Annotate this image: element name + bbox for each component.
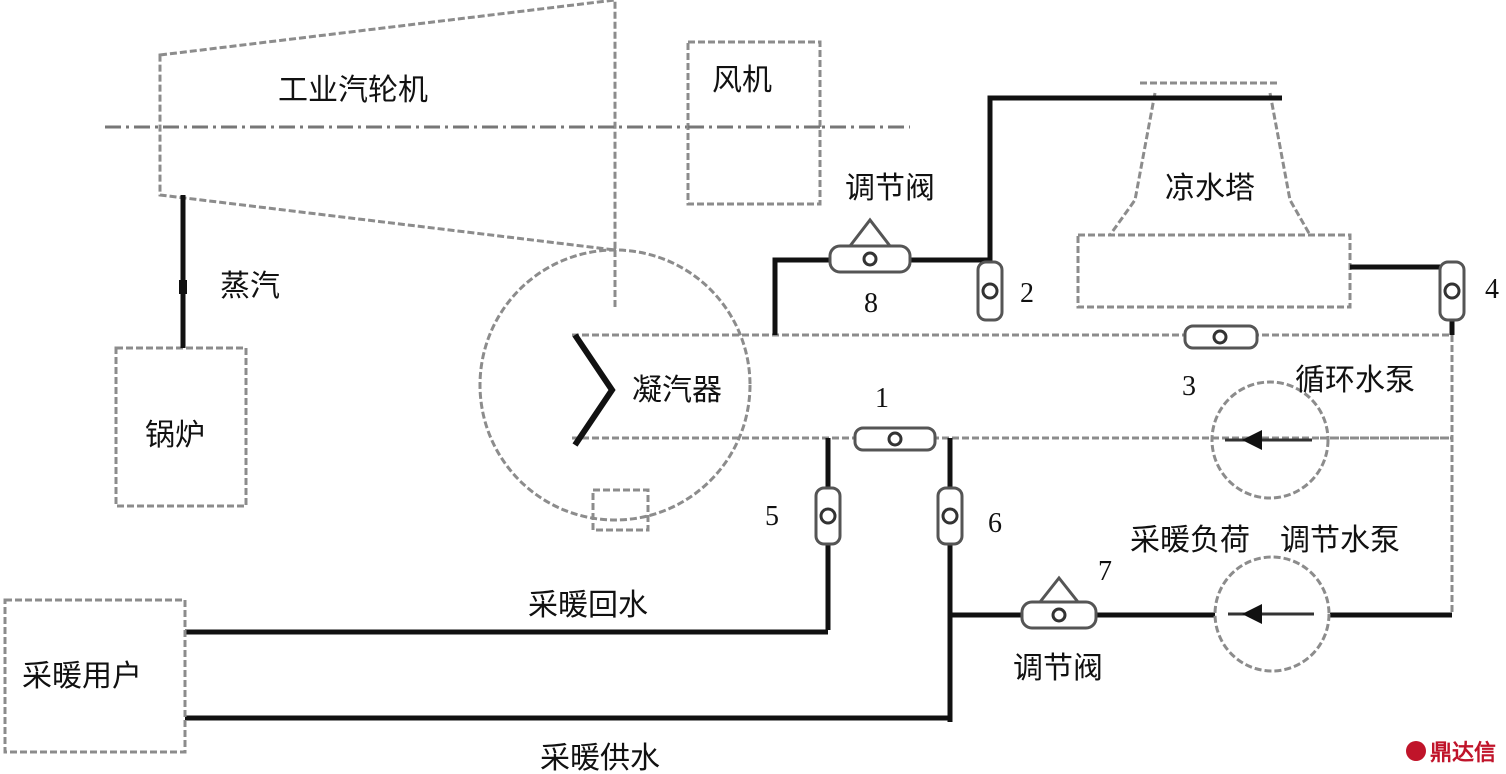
valve-6-symbol [941, 507, 959, 525]
label-steam: 蒸汽 [220, 269, 280, 304]
label-turbine: 工业汽轮机 [278, 73, 428, 108]
label-heating-supply: 采暖供水 [540, 741, 660, 774]
number-1: 1 [875, 383, 889, 414]
number-8: 8 [864, 288, 878, 319]
label-cooling-tower: 凉水塔 [1165, 171, 1255, 206]
number-7: 7 [1098, 556, 1112, 587]
pipe-tower-supply [987, 95, 1282, 305]
condenser-chevron [572, 333, 616, 447]
circulating-pump [1210, 380, 1330, 500]
control-valve-bottom [1020, 575, 1098, 630]
valve-1-symbol [887, 431, 903, 447]
watermark-logo: 鼎达信 [1406, 740, 1496, 766]
label-condenser: 凝汽器 [632, 373, 722, 408]
label-heating-return: 采暖回水 [528, 588, 648, 623]
condenser-hotwell [591, 488, 650, 532]
valve-4-symbol [1443, 282, 1461, 300]
fan-box [686, 40, 822, 206]
label-valve-top: 调节阀 [845, 171, 935, 206]
cooling-tower-shell [1108, 92, 1157, 236]
valve-3-symbol [1212, 329, 1228, 345]
valve-2-symbol [981, 282, 999, 300]
valve-6 [936, 486, 964, 546]
label-circ-pump: 循环水泵 [1295, 363, 1415, 398]
watermark-text: 鼎达信 [1430, 740, 1496, 766]
pipe-bypass-8 [772, 257, 990, 335]
valve-5 [814, 486, 842, 546]
valve-5-symbol [819, 507, 837, 525]
control-valve-top [828, 217, 912, 274]
label-boiler: 锅炉 [145, 418, 205, 453]
number-6: 6 [988, 508, 1002, 539]
label-fan: 风机 [712, 63, 772, 98]
number-3: 3 [1182, 371, 1196, 402]
number-5: 5 [765, 501, 779, 532]
cooling-tower-basin [1076, 233, 1352, 309]
pipe-basin-outlet [1350, 264, 1455, 335]
label-heating-load: 采暖负荷 [1130, 523, 1250, 558]
heating-user-box [3, 598, 187, 754]
valve-1 [853, 426, 937, 452]
valve-2 [976, 260, 1004, 322]
label-reg-pump: 调节水泵 [1280, 523, 1400, 558]
industrial-turbine [158, 0, 617, 252]
number-2: 2 [1020, 278, 1034, 309]
valve-4 [1438, 260, 1466, 322]
label-heating-user: 采暖用户 [22, 659, 142, 694]
label-valve-bottom: 调节阀 [1013, 651, 1103, 686]
number-4: 4 [1485, 274, 1499, 305]
cooling-tower-shell-right [1268, 92, 1312, 236]
valve-3 [1183, 324, 1259, 350]
regulating-pump [1213, 555, 1331, 673]
condenser-shell [478, 248, 752, 522]
steam-marker [179, 280, 187, 294]
